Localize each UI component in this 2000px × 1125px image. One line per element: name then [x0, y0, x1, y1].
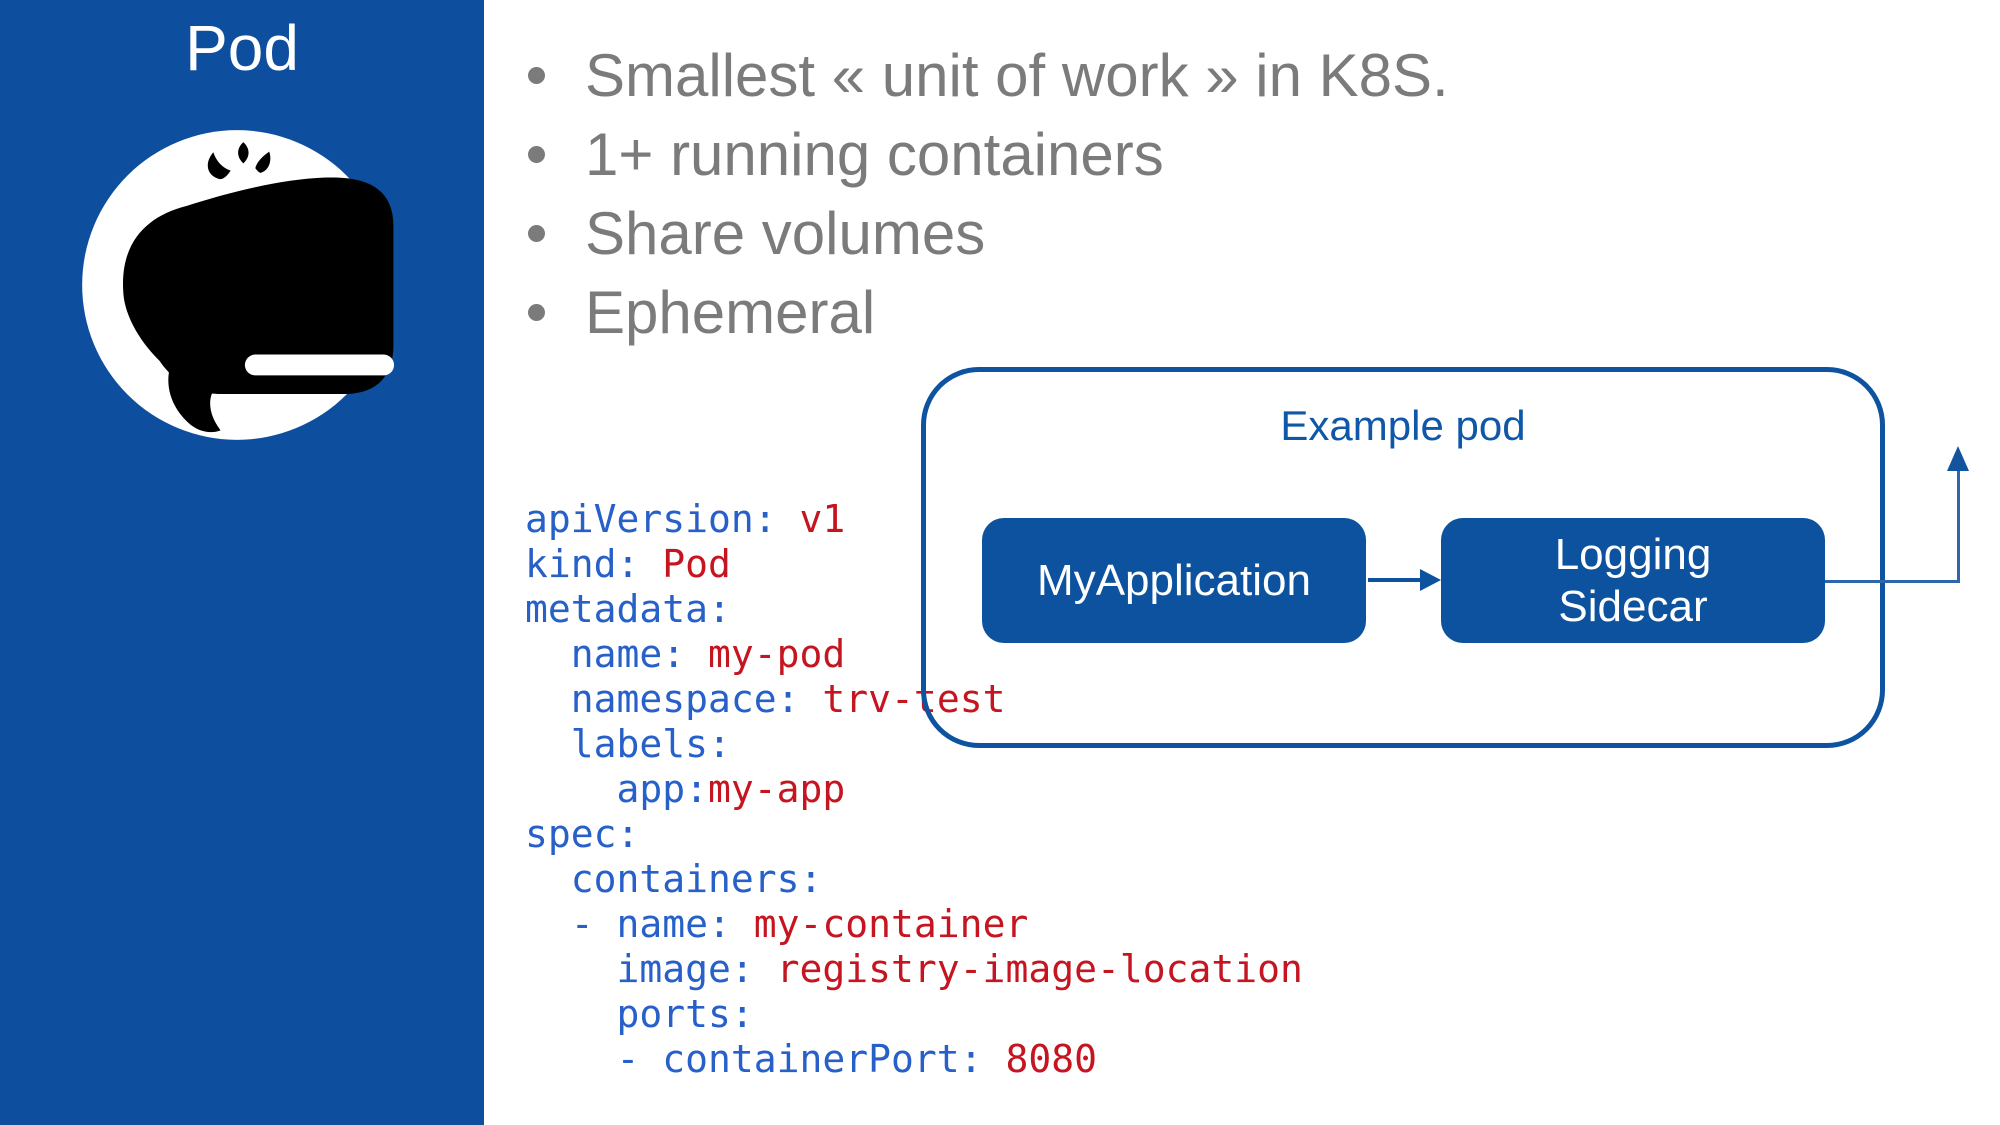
example-pod-title: Example pod — [1280, 402, 1526, 449]
bullet-text: Share volumes — [585, 200, 986, 267]
yaml-line: image: registry-image-location — [525, 947, 1303, 991]
connector-line-vertical — [1957, 470, 1960, 583]
bullet-item: Share volumes — [528, 194, 1449, 273]
bullet-text: 1+ running containers — [585, 121, 1164, 188]
whale-icon — [82, 130, 395, 440]
yaml-line: labels: — [525, 722, 731, 766]
yaml-line: - name: my-container — [525, 902, 1029, 946]
arrow-up-icon — [1947, 446, 1969, 471]
bullet-list: Smallest « unit of work » in K8S. 1+ run… — [528, 36, 1449, 352]
yaml-line: app:my-app — [525, 767, 846, 811]
example-pod-frame — [921, 367, 1885, 748]
yaml-line: metadata: — [525, 587, 731, 631]
container-box-label: Sidecar — [1558, 581, 1708, 631]
yaml-line: - containerPort: 8080 — [525, 1037, 1097, 1081]
yaml-line: kind: Pod — [525, 542, 731, 586]
arrow-right-icon — [1420, 569, 1441, 591]
sidebar: Pod — [0, 0, 484, 1125]
bullet-dot-icon — [528, 225, 545, 242]
arrow-myapp-to-logging — [1368, 578, 1422, 582]
yaml-line: namespace: trv-test — [525, 677, 1006, 721]
connector-line-horizontal — [1825, 580, 1959, 583]
bullet-dot-icon — [528, 67, 545, 84]
yaml-line: apiVersion: v1 — [525, 497, 846, 541]
bullet-item: Smallest « unit of work » in K8S. — [528, 36, 1449, 115]
bullet-item: Ephemeral — [528, 273, 1449, 352]
bullet-text: Ephemeral — [585, 279, 876, 346]
bullet-item: 1+ running containers — [528, 115, 1449, 194]
yaml-line: spec: — [525, 812, 640, 856]
bullet-text: Smallest « unit of work » in K8S. — [585, 42, 1449, 109]
container-box-label: MyApplication — [1037, 555, 1311, 605]
yaml-line: containers: — [525, 857, 823, 901]
bullet-dot-icon — [528, 304, 545, 321]
yaml-line: name: my-pod — [525, 632, 846, 676]
container-box-logging-sidecar: Logging Sidecar — [1441, 518, 1825, 643]
page-title: Pod — [185, 12, 299, 84]
container-box-myapplication: MyApplication — [982, 518, 1366, 643]
bullet-dot-icon — [528, 146, 545, 163]
yaml-line: ports: — [525, 992, 754, 1036]
container-box-label: Logging — [1554, 529, 1712, 579]
